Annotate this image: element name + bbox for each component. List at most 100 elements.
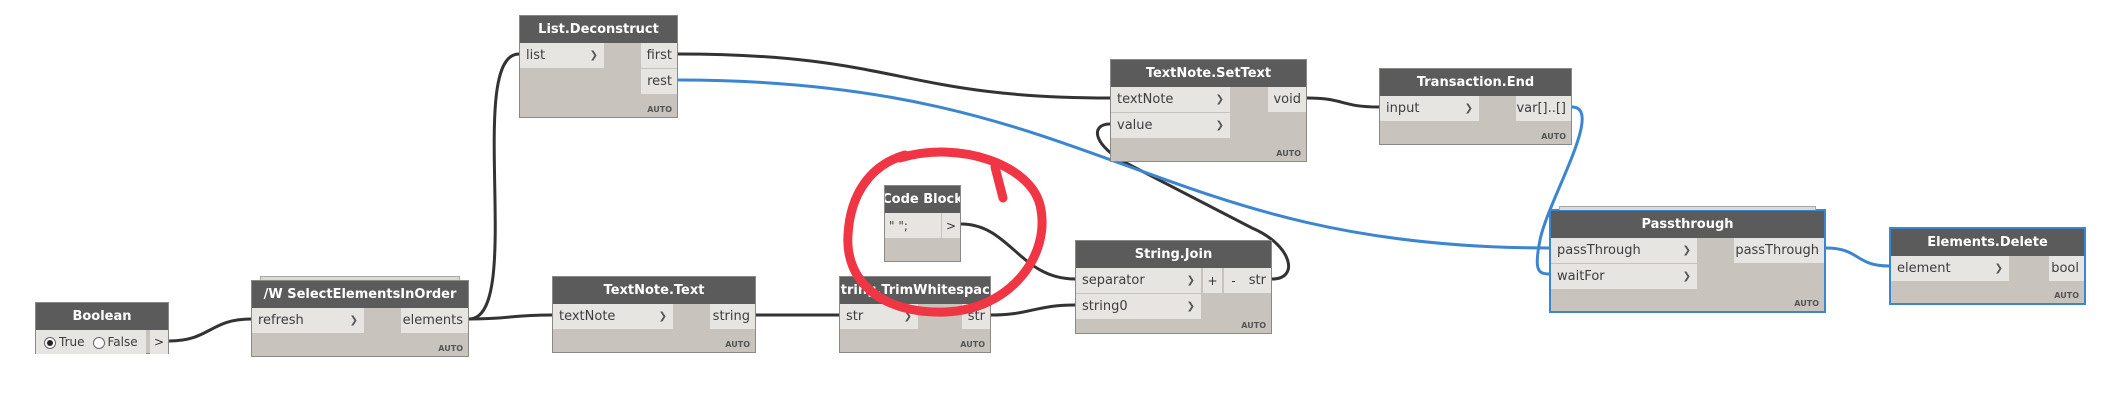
lacing-auto-label: AUTO xyxy=(1794,299,1819,308)
lacing-auto-label: AUTO xyxy=(438,344,463,353)
output-port[interactable]: > xyxy=(942,213,960,238)
output-port-first[interactable]: first xyxy=(641,43,677,68)
add-input-button[interactable]: + xyxy=(1203,268,1222,293)
code-input[interactable]: " "; xyxy=(885,213,941,238)
node-code-block[interactable]: Code Block" ";> xyxy=(884,185,961,262)
port-label: element xyxy=(1897,261,1951,276)
port-label: passThrough xyxy=(1557,243,1641,258)
input-port-separator[interactable]: separator ❯ xyxy=(1076,268,1201,293)
chevron-right-icon[interactable]: ❯ xyxy=(1682,271,1691,282)
input-port-passthrough[interactable]: passThrough ❯ xyxy=(1551,238,1697,263)
radio-button-icon[interactable] xyxy=(92,336,105,349)
node-body: refresh❯ elements xyxy=(252,308,468,333)
chevron-right-icon[interactable]: ❯ xyxy=(589,50,598,61)
node-title[interactable]: String.Join xyxy=(1076,241,1271,268)
wire-elements-to-list[interactable] xyxy=(467,52,521,321)
node-body: textNote❯ string xyxy=(553,304,755,329)
node-title[interactable]: Elements.Delete xyxy=(1891,229,2084,256)
output-port-str[interactable]: str xyxy=(962,304,990,329)
input-port-textnote[interactable]: textNote❯ xyxy=(553,304,673,329)
wire-rest-to-passthrough[interactable] xyxy=(676,78,1551,250)
chevron-right-icon[interactable]: ❯ xyxy=(349,315,358,326)
node-body: textNote❯value❯ void xyxy=(1111,87,1306,138)
chevron-right-icon[interactable]: ❯ xyxy=(1682,245,1691,256)
node-title[interactable]: /W SelectElementsInOrder xyxy=(252,281,468,308)
port-label: input xyxy=(1386,101,1420,116)
port-label: separator xyxy=(1082,273,1145,288)
chevron-right-icon[interactable]: ❯ xyxy=(903,311,912,322)
port-label: str xyxy=(846,309,864,324)
node-body: str ❯ str xyxy=(840,304,990,329)
node-title[interactable]: Passthrough xyxy=(1551,211,1824,238)
wire-void-to-input[interactable] xyxy=(1305,96,1381,109)
output-port-void[interactable]: void xyxy=(1268,87,1306,112)
lacing-auto-label: AUTO xyxy=(647,105,672,114)
remove-input-button[interactable]: - xyxy=(1224,268,1243,293)
output-port-passthrough[interactable]: passThrough xyxy=(1734,238,1824,263)
wire-elements-to-textnote[interactable] xyxy=(467,313,554,321)
wire-code-to-separator[interactable] xyxy=(959,222,1077,281)
node-title[interactable]: TextNote.Text xyxy=(553,277,755,304)
input-port-value[interactable]: value❯ xyxy=(1111,113,1230,138)
chevron-right-icon[interactable]: ❯ xyxy=(658,311,667,322)
node-body: passThrough ❯ waitFor ❯ passThrough xyxy=(1551,238,1824,289)
input-port-element[interactable]: element ❯ xyxy=(1891,256,2009,281)
input-port-string0[interactable]: string0 ❯ xyxy=(1076,294,1201,319)
output-port-elements[interactable]: elements xyxy=(401,308,468,333)
node-title[interactable]: String.TrimWhitespace xyxy=(840,277,990,304)
boolean-options: True False xyxy=(36,330,146,354)
chevron-right-icon[interactable]: ❯ xyxy=(1464,103,1473,114)
chevron-right-icon[interactable]: ❯ xyxy=(1215,120,1224,131)
input-port-str[interactable]: str ❯ xyxy=(840,304,918,329)
output-port[interactable]: > xyxy=(150,330,168,354)
input-port-textnote[interactable]: textNote❯ xyxy=(1111,87,1230,112)
node-title[interactable]: Code Block xyxy=(885,186,960,213)
port-label: list xyxy=(526,48,546,63)
radio-label: False xyxy=(107,335,138,349)
wire-var-to-waitfor[interactable] xyxy=(1535,105,1584,276)
output-port-rest[interactable]: rest xyxy=(641,69,677,94)
chevron-right-icon[interactable]: ❯ xyxy=(1186,301,1195,312)
node-title[interactable]: TextNote.SetText xyxy=(1111,60,1306,87)
node-body: input ❯ var[]..[] xyxy=(1380,96,1571,121)
output-port-var[interactable]: var[]..[] xyxy=(1516,96,1571,121)
chevron-right-icon[interactable]: ❯ xyxy=(1186,275,1195,286)
input-port-waitfor[interactable]: waitFor ❯ xyxy=(1551,264,1697,289)
input-port-refresh[interactable]: refresh❯ xyxy=(252,308,364,333)
lacing-auto-label: AUTO xyxy=(960,340,985,349)
wire-first-to-textnote[interactable] xyxy=(676,52,1112,100)
output-port-str[interactable]: str xyxy=(1243,268,1271,293)
node-body: True False > xyxy=(36,330,168,354)
radio-false[interactable]: False xyxy=(92,335,138,349)
node-title[interactable]: List.Deconstruct xyxy=(520,16,677,43)
node-title[interactable]: Transaction.End xyxy=(1380,69,1571,96)
output-port-string[interactable]: string xyxy=(710,304,755,329)
wire-passthrough-to-element[interactable] xyxy=(1824,246,1891,268)
node-body: separator ❯ string0 ❯ str +- xyxy=(1076,268,1271,319)
node-body: " ";> xyxy=(885,213,960,238)
radio-true[interactable]: True xyxy=(44,335,85,349)
wire-trim-to-string0[interactable] xyxy=(989,303,1077,317)
wire-boolean-to-refresh[interactable] xyxy=(167,317,253,343)
input-port-list[interactable]: list ❯ xyxy=(520,43,604,68)
node-title[interactable]: Boolean xyxy=(36,303,168,330)
radio-button-icon[interactable] xyxy=(44,336,56,349)
input-port-input[interactable]: input ❯ xyxy=(1380,96,1479,121)
port-label: string0 xyxy=(1082,299,1128,314)
chevron-right-icon[interactable]: ❯ xyxy=(1215,94,1224,105)
output-port-bool[interactable]: bool xyxy=(2049,256,2084,281)
port-label: waitFor xyxy=(1557,269,1605,284)
chevron-right-icon[interactable]: ❯ xyxy=(1994,263,2003,274)
wire-str-to-value[interactable] xyxy=(1095,122,1290,281)
